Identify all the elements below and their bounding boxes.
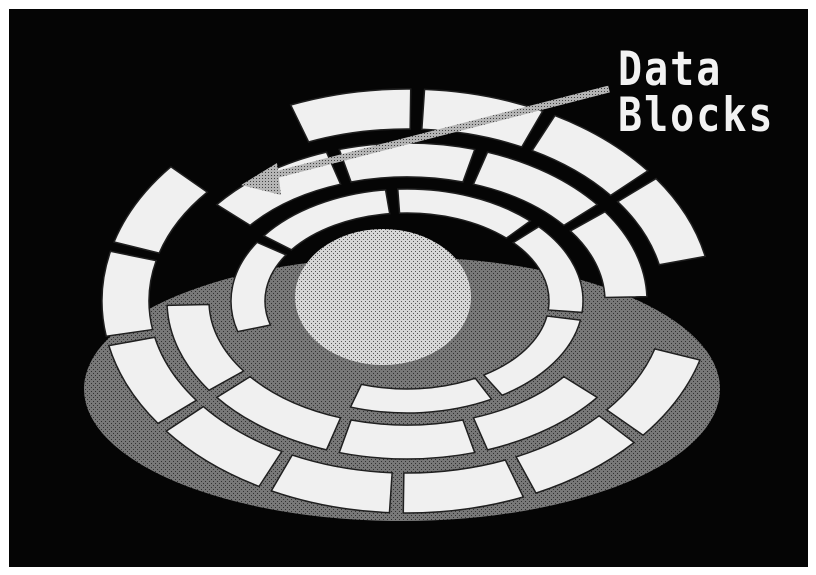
data-block: [398, 189, 530, 238]
data-block: [339, 143, 475, 182]
spindle-hub: [295, 229, 471, 365]
diagram-panel: Data Blocks: [9, 9, 808, 567]
data-block: [339, 420, 475, 459]
data-block: [102, 251, 156, 336]
label-blocks: Blocks: [618, 91, 775, 141]
data-block: [291, 89, 411, 142]
data-block: [114, 167, 207, 253]
label-data: Data: [618, 45, 722, 95]
